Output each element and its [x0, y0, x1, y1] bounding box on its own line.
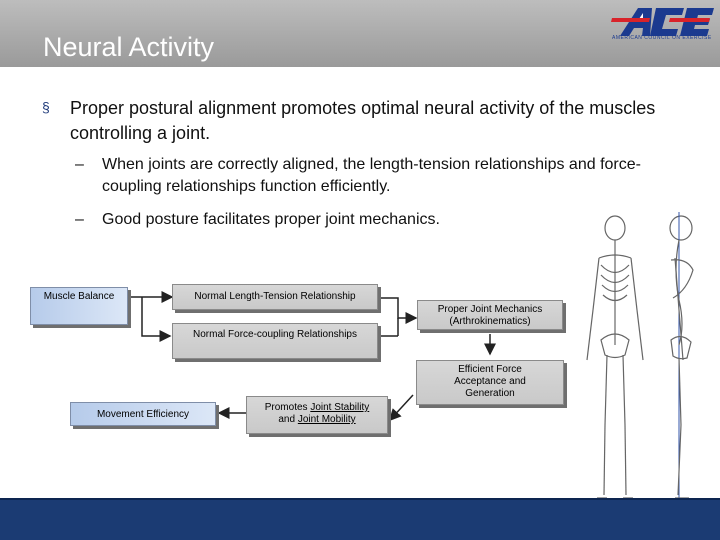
sub-bullet-dash: –: [75, 211, 84, 228]
force-coupling-label: Normal Force-coupling Relationships: [193, 329, 357, 340]
length-tension-box: Normal Length-Tension Relationship: [172, 284, 378, 310]
joint-stability-mobility-box: Promotes Joint Stability and Joint Mobil…: [246, 396, 388, 434]
promotes-text: Promotes: [264, 402, 311, 413]
joint-mechanics-label: Proper Joint Mechanics: [437, 304, 543, 315]
main-bullet: Proper postural alignment promotes optim…: [70, 98, 656, 143]
and-text: and: [278, 414, 298, 425]
ace-logo: [611, 8, 714, 36]
skeleton-posterior-view: [586, 215, 644, 499]
sub-bullet-text: When joints are correctly aligned, the l…: [102, 156, 641, 195]
joint-mechanics-sublabel: (Arthrokinematics): [449, 316, 531, 327]
bullet-marker: §: [42, 99, 50, 115]
logo-tagline: AMERICAN COUNCIL ON EXERCISE: [612, 35, 712, 41]
force-coupling-box: Normal Force-coupling Relationships: [172, 323, 378, 359]
length-tension-label: Normal Length-Tension Relationship: [194, 291, 356, 302]
slide-header: [0, 0, 720, 67]
footer-bar: [0, 498, 720, 540]
skeleton-lateral-view: [669, 212, 694, 508]
movement-efficiency-box: Movement Efficiency: [70, 402, 216, 426]
efficient-force-label: Efficient Force Acceptance and Generatio…: [454, 364, 526, 399]
joint-mobility-text: Joint Mobility: [297, 414, 356, 425]
muscle-balance-label: Muscle Balance: [43, 291, 115, 302]
muscle-balance-box: Muscle Balance: [30, 287, 128, 325]
sub-bullet-dash: –: [75, 156, 84, 173]
efficient-force-box: Efficient Force Acceptance and Generatio…: [416, 360, 564, 405]
joint-stability-text: Joint Stability: [310, 402, 370, 413]
joint-mechanics-box: Proper Joint Mechanics (Arthrokinematics…: [417, 300, 563, 330]
sub-bullet-text: Good posture facilitates proper joint me…: [102, 211, 440, 228]
movement-efficiency-label: Movement Efficiency: [96, 409, 190, 420]
skeleton-illustration: [586, 212, 694, 508]
slide-title: Neural Activity: [43, 32, 215, 62]
